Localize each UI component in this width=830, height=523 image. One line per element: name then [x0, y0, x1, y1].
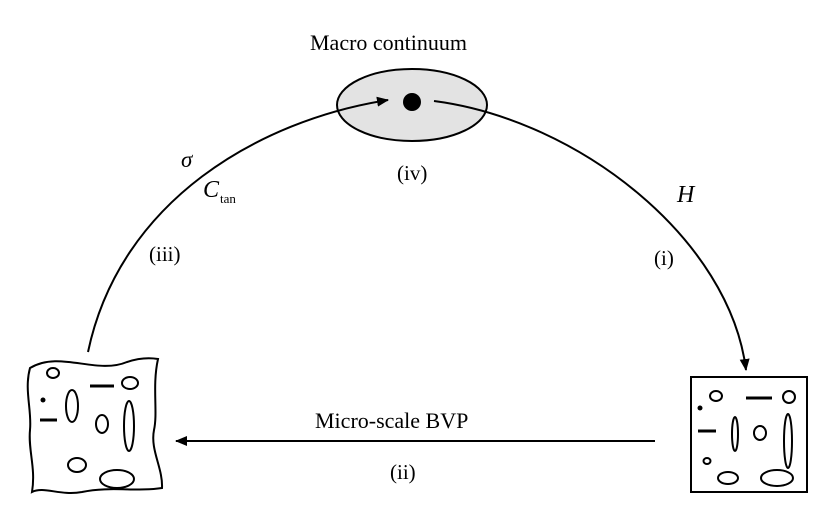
homogenized-response-arrow — [87, 96, 389, 353]
undeformed-rve — [690, 376, 808, 493]
stress-symbol: σ — [181, 147, 193, 172]
step-iv-label: (iv) — [397, 161, 428, 185]
deformation-symbol: H — [677, 182, 695, 208]
deformed-microstructure — [26, 357, 164, 494]
micro-bvp-label: Micro-scale BVP — [315, 408, 469, 433]
material-point — [403, 93, 421, 111]
step-iii-label: (iii) — [149, 242, 181, 266]
deformation-transfer-arrow — [433, 100, 750, 371]
tangent-stiffness-symbol: Ctan — [203, 177, 236, 205]
step-ii-label: (ii) — [390, 460, 416, 484]
tangent-symbol: C — [203, 177, 220, 203]
step-i-label: (i) — [654, 246, 674, 270]
tangent-subscript: tan — [220, 191, 236, 206]
macro-continuum-label: Macro continuum — [310, 30, 468, 55]
